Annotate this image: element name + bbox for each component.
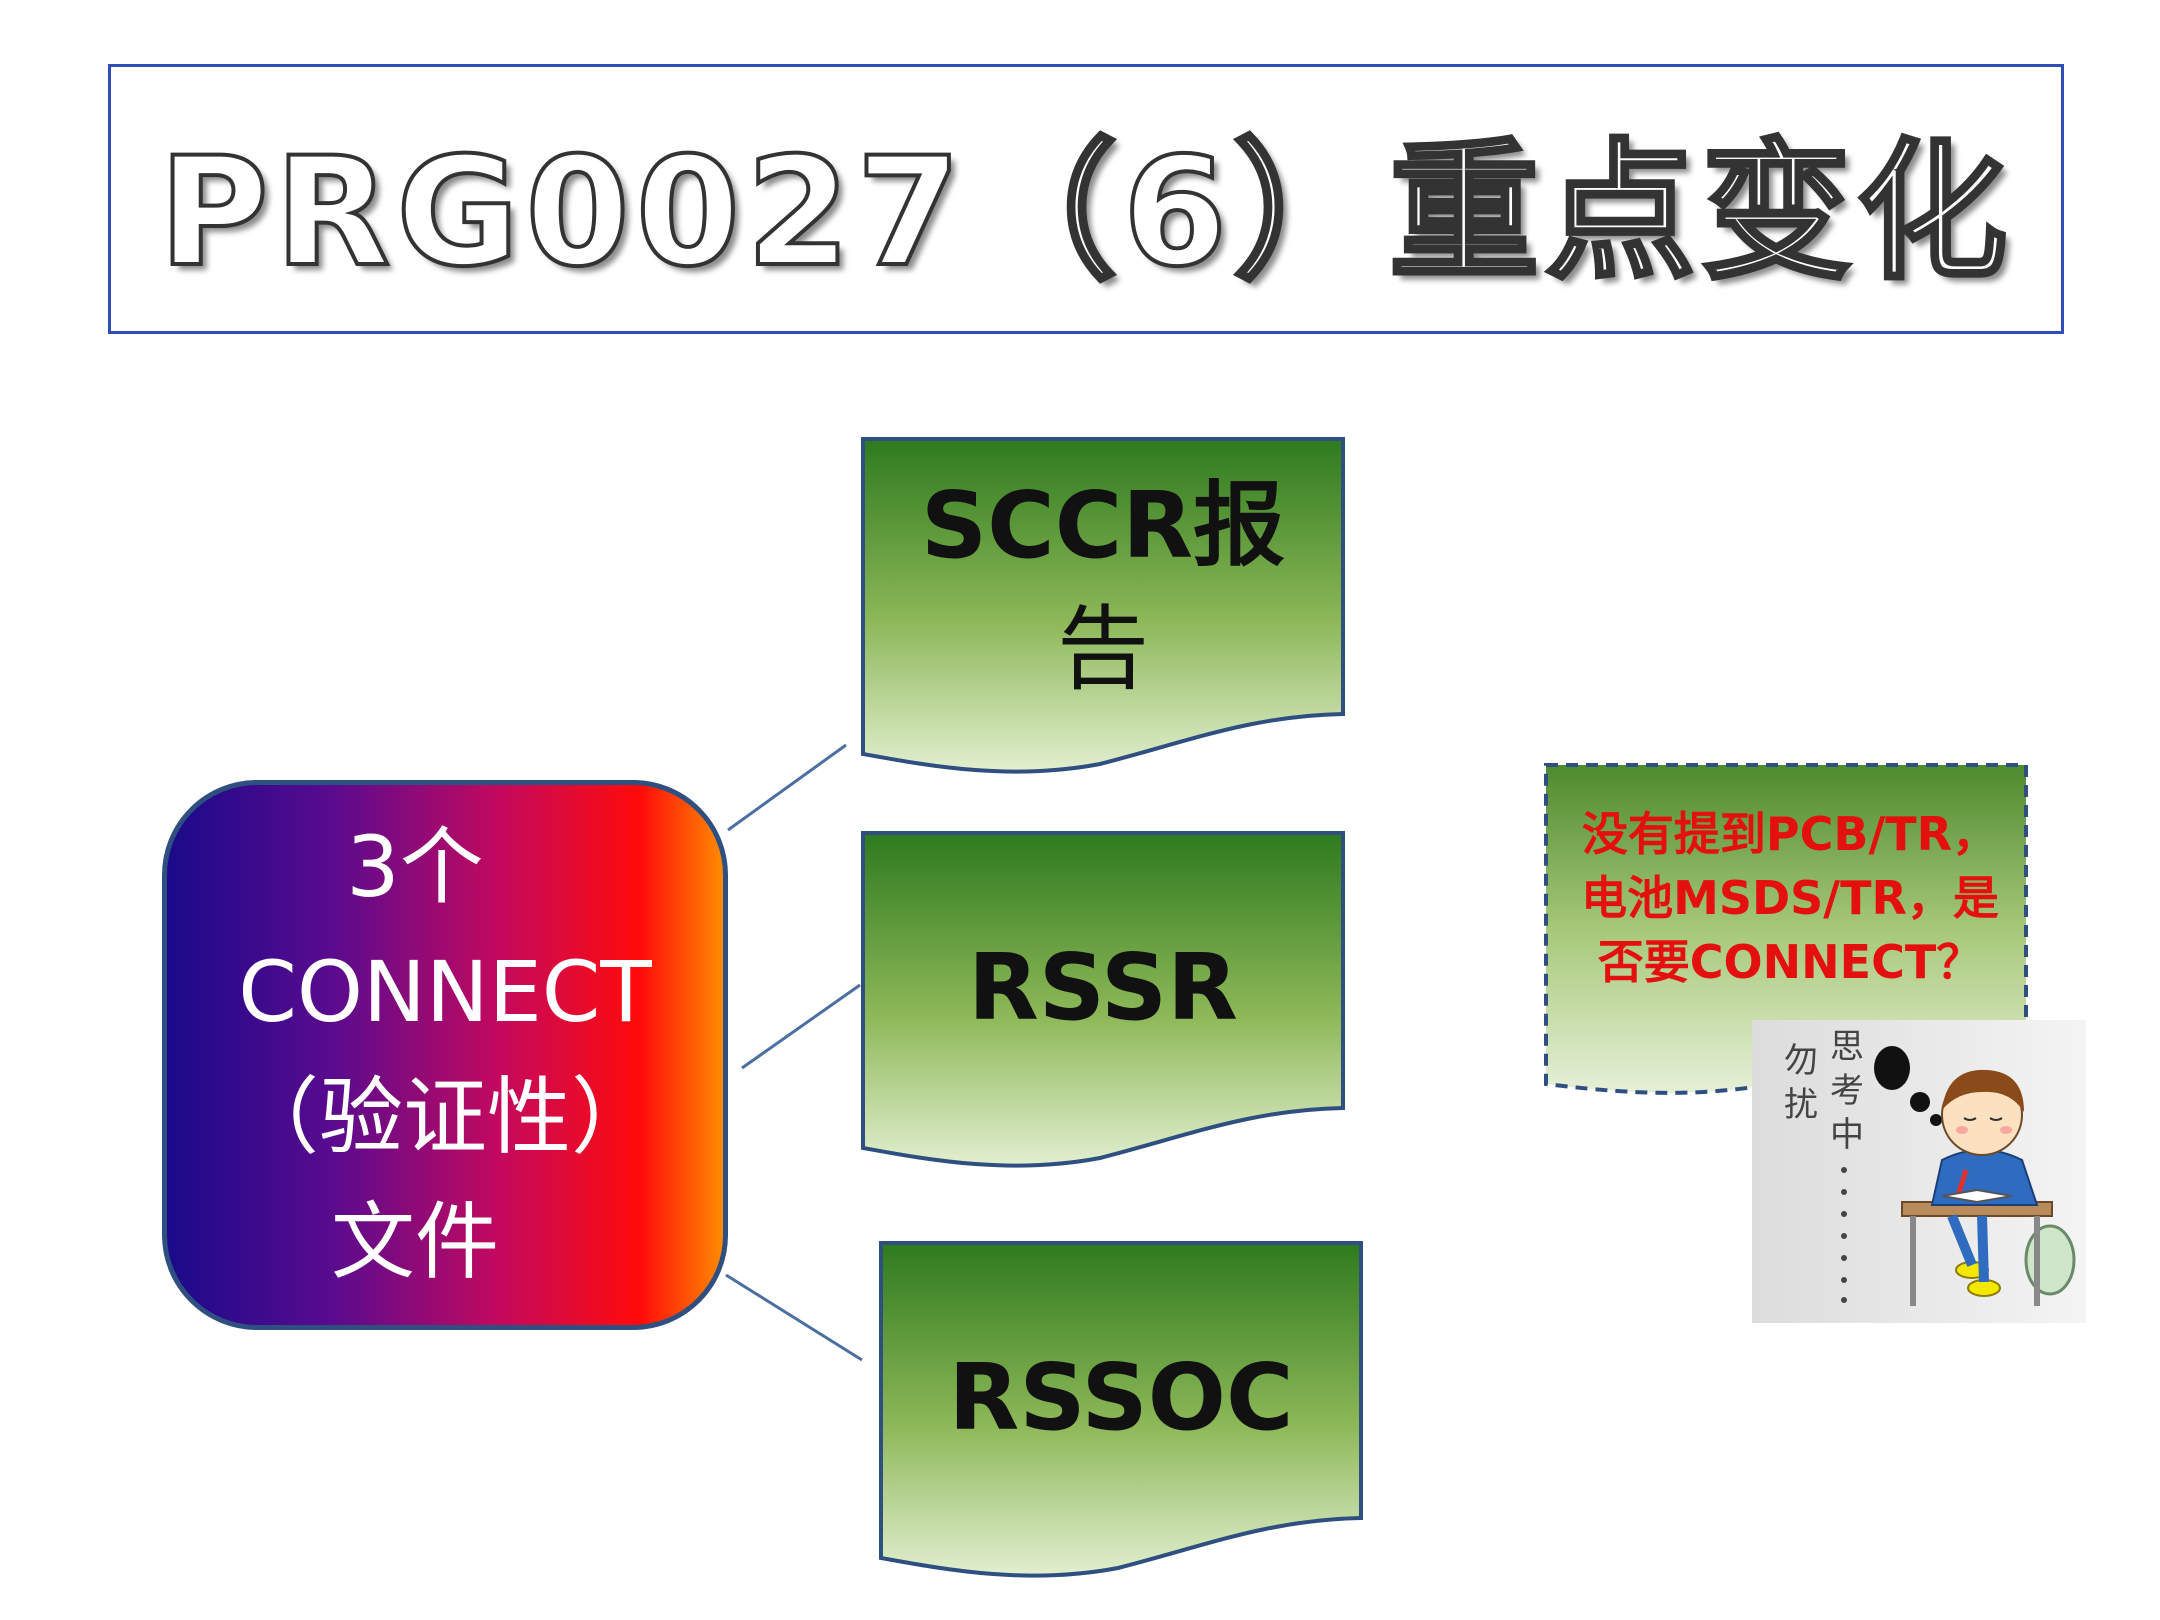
caption-right-1: 思 bbox=[1830, 1027, 1864, 1067]
thinking-boy-image: 勿 扰 思 考 中 bbox=[1752, 1020, 2086, 1323]
title-box: PRG0027（6）重点变化 bbox=[108, 64, 2064, 334]
caption-left-2: 扰 bbox=[1784, 1085, 1818, 1125]
connector-to-rssr bbox=[741, 983, 861, 1070]
note-line-3: 否要CONNECT？ bbox=[1597, 935, 1983, 989]
caption-left-1: 勿 bbox=[1784, 1041, 1818, 1081]
pencil bbox=[1955, 1169, 1969, 1197]
doc-sccr-label-line2: 告 bbox=[1056, 596, 1149, 703]
boy-hair bbox=[1942, 1069, 2024, 1112]
note-line-1: 没有提到PCB/TR， bbox=[1581, 807, 1999, 861]
doc-sccr-label-line1: SCCR报 bbox=[920, 472, 1286, 579]
hub-line-connect: CONNECT bbox=[238, 943, 652, 1041]
doc-rssr: RSSR bbox=[860, 830, 1346, 1170]
doc-rssoc-label: RSSOC bbox=[948, 1344, 1294, 1451]
doc-shape bbox=[861, 437, 1345, 774]
doc-shape bbox=[861, 831, 1345, 1168]
shoe-right bbox=[1967, 1279, 2001, 1297]
connect-hub: 3个 CONNECT （验证性） 文件 bbox=[162, 780, 728, 1330]
ellipsis-dots bbox=[1841, 1167, 1847, 1303]
connector-to-sccr bbox=[727, 743, 847, 832]
hub-line-count: 3个 bbox=[346, 818, 484, 916]
doc-shape bbox=[879, 1241, 1363, 1578]
desk-leg-left bbox=[1910, 1216, 1916, 1306]
doc-rssr-label: RSSR bbox=[967, 934, 1239, 1041]
connector-to-rssoc bbox=[725, 1273, 863, 1362]
backpack bbox=[2024, 1224, 2076, 1296]
thought-bubble-medium bbox=[1910, 1092, 1930, 1112]
desk-leg-right bbox=[2034, 1216, 2040, 1306]
caption-right-2: 考 bbox=[1830, 1071, 1864, 1111]
caption-right-3: 中 bbox=[1830, 1115, 1864, 1155]
doc-sccr-report: SCCR报 告 bbox=[860, 436, 1346, 776]
thought-bubble-small bbox=[1930, 1114, 1942, 1126]
thought-bubble-large bbox=[1874, 1046, 1910, 1090]
hub-line-verification: （验证性） bbox=[234, 1068, 655, 1166]
book bbox=[1941, 1188, 2013, 1204]
doc-rssoc: RSSOC bbox=[878, 1240, 1364, 1580]
hub-line-documents: 文件 bbox=[330, 1193, 499, 1291]
note-line-2: 电池MSDS/TR，是 bbox=[1581, 871, 1999, 925]
slide-title: PRG0027（6）重点变化 bbox=[157, 124, 2014, 302]
thinking-boy-illustration: 勿 扰 思 考 中 bbox=[1752, 1020, 2086, 1323]
